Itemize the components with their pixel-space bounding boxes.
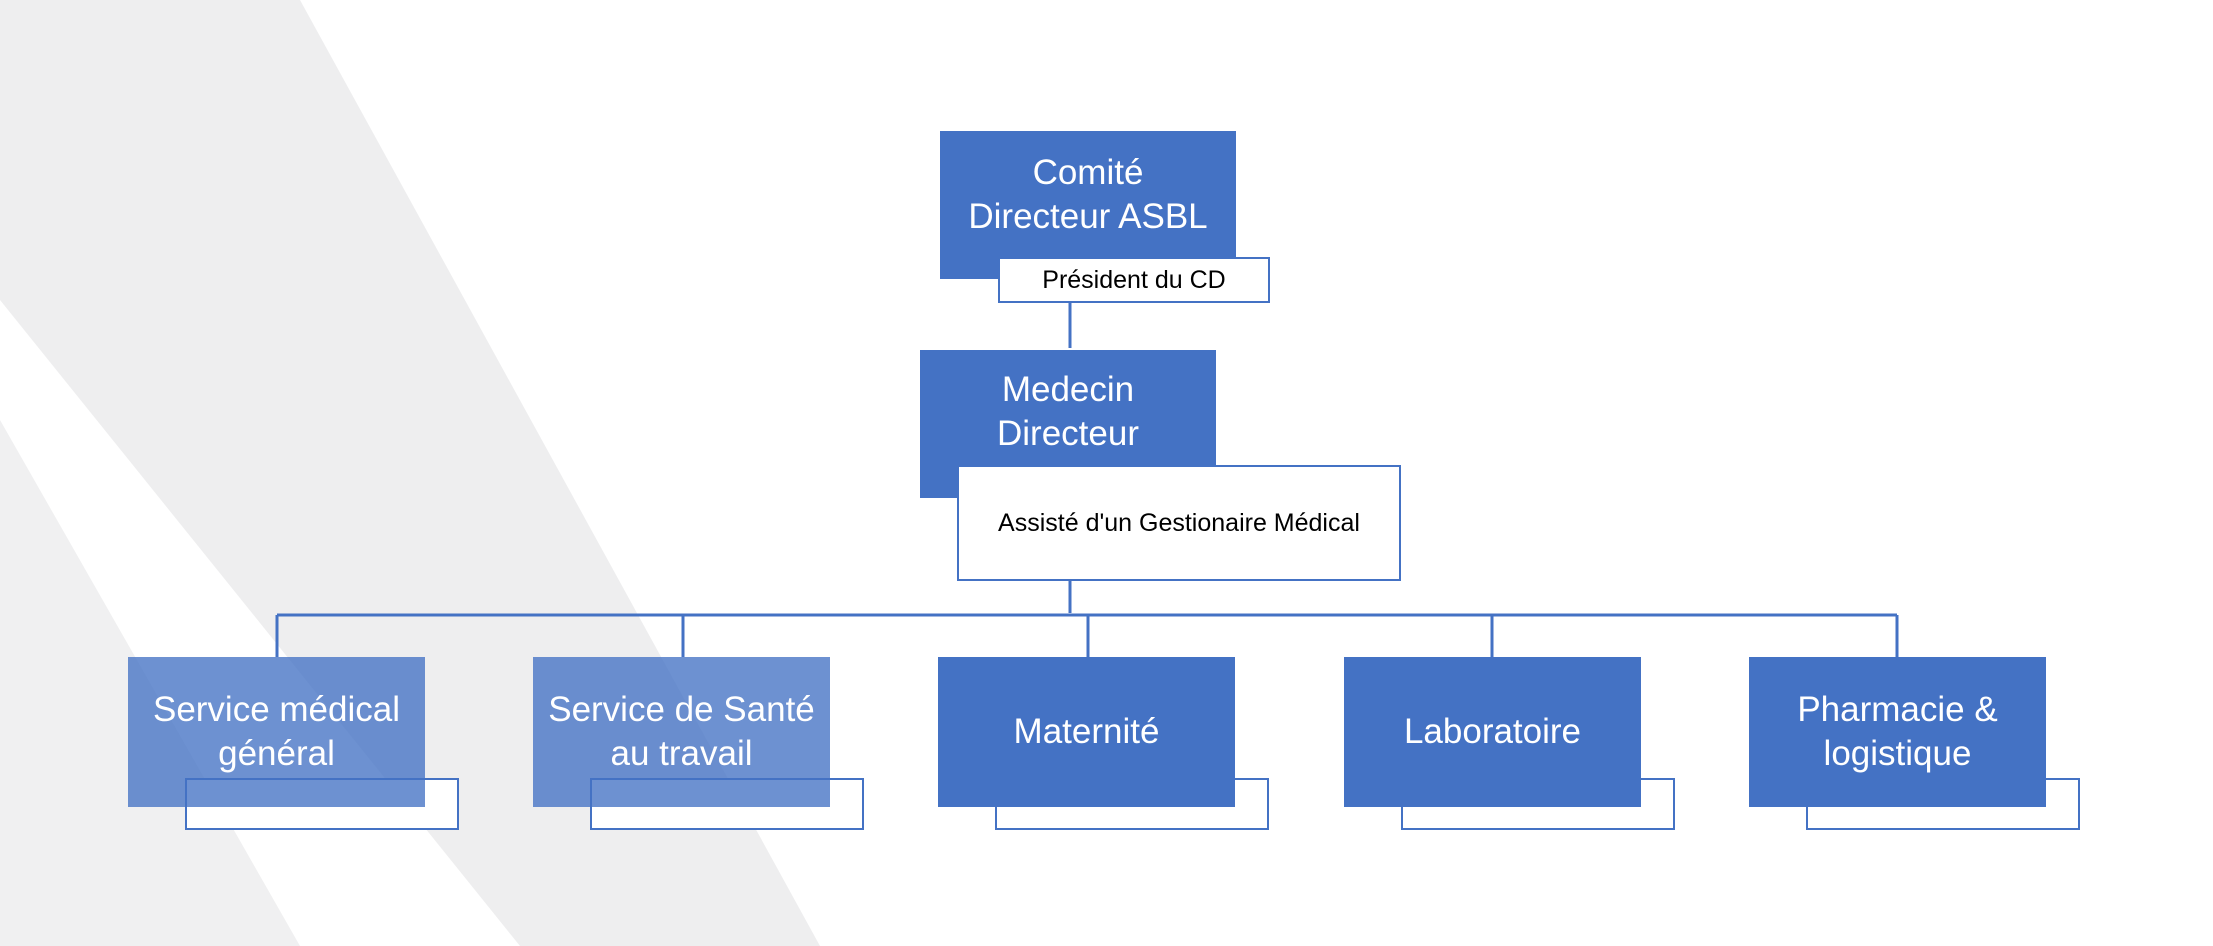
- node-maternite: Maternité: [938, 657, 1235, 807]
- node-title: Comité Directeur ASBL: [968, 151, 1207, 239]
- node-title: Service médical général: [153, 688, 400, 776]
- node-service-medical-general: Service médical général: [128, 657, 425, 807]
- sub-box-gestionaire: Assisté d'un Gestionaire Médical: [957, 465, 1401, 581]
- node-title-line: Medecin: [1001, 370, 1135, 409]
- node-title: Pharmacie & logistique: [1797, 688, 1997, 776]
- node-title: Maternité: [1014, 710, 1160, 754]
- node-title-line: Comité: [1032, 153, 1144, 192]
- node-title-line: Service médical: [152, 690, 401, 729]
- node-title: Laboratoire: [1404, 710, 1581, 754]
- node-title-line: au travail: [610, 734, 753, 773]
- node-title-line: général: [218, 734, 335, 773]
- node-pharmacie-logistique: Pharmacie & logistique: [1749, 657, 2046, 807]
- node-comite-directeur: Comité Directeur ASBL: [940, 131, 1236, 279]
- node-title: Medecin Directeur: [997, 368, 1139, 456]
- sub-box-president: Président du CD: [998, 257, 1270, 303]
- node-laboratoire: Laboratoire: [1344, 657, 1641, 807]
- node-title-line: Laboratoire: [1403, 712, 1582, 751]
- sub-box-label: Assisté d'un Gestionaire Médical: [998, 508, 1360, 537]
- node-title-line: Directeur: [997, 414, 1139, 453]
- node-service-sante-travail: Service de Santé au travail: [533, 657, 830, 807]
- node-title: Service de Santé au travail: [548, 688, 815, 776]
- node-title-line: Pharmacie &: [1797, 690, 1998, 729]
- node-title-line: Maternité: [1013, 712, 1160, 751]
- node-title-line: Directeur ASBL: [968, 197, 1208, 236]
- node-title-line: Service de Santé: [548, 690, 815, 729]
- node-title-line: logistique: [1823, 734, 1972, 773]
- sub-box-label: Président du CD: [1042, 265, 1226, 294]
